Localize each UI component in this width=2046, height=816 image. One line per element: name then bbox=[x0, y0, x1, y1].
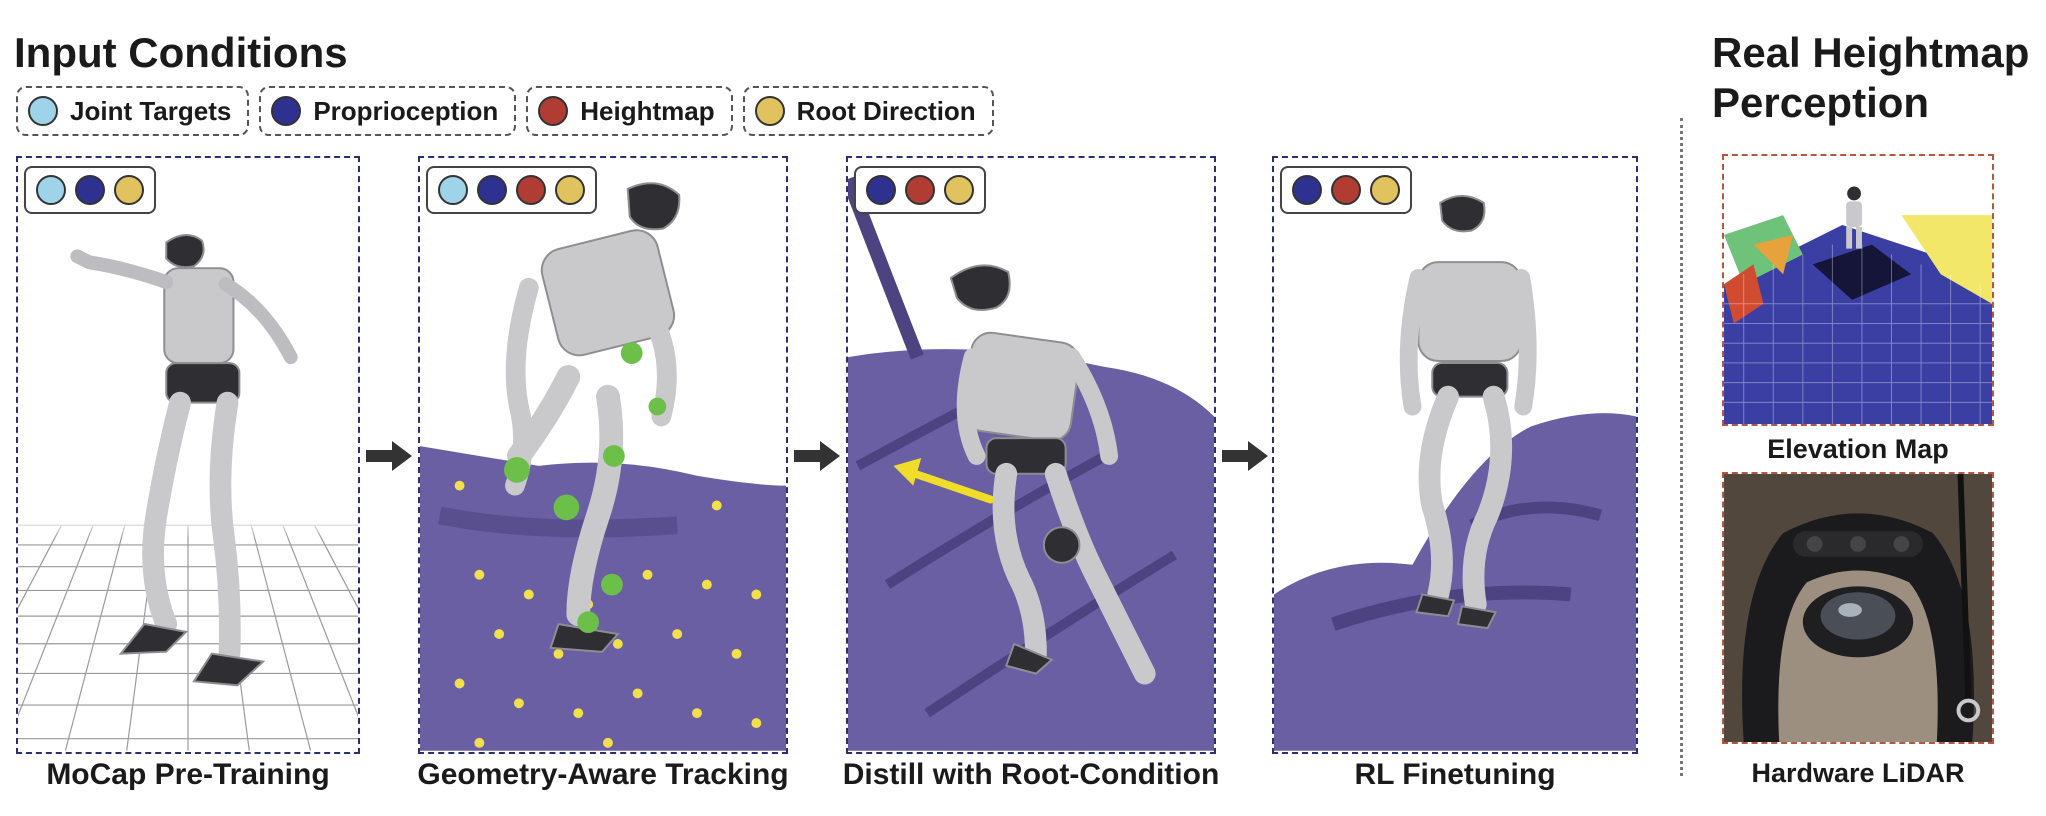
proprioception-dot bbox=[477, 175, 507, 205]
distill-scene bbox=[848, 176, 1214, 751]
stage-caption-geometry-aware-tracking: Geometry-Aware Tracking bbox=[417, 758, 789, 791]
height-markers bbox=[454, 465, 762, 748]
stage-caption-distill-root-condition: Distill with Root-Condition bbox=[842, 758, 1220, 791]
mocap-scene bbox=[18, 234, 358, 751]
joint-targets-dot bbox=[438, 175, 468, 205]
legend-label: Joint Targets bbox=[70, 95, 232, 126]
joint-targets-dot bbox=[36, 175, 66, 205]
legend-root-direction: Root Direction bbox=[742, 86, 994, 136]
hardware-lidar-caption: Hardware LiDAR bbox=[1751, 758, 1965, 788]
root-direction-dot bbox=[555, 175, 585, 205]
elevation-map-caption: Elevation Map bbox=[1767, 434, 1949, 464]
stage-caption-rl-finetuning: RL Finetuning bbox=[1354, 758, 1556, 791]
root-direction-dot bbox=[944, 175, 974, 205]
elevation-map-image bbox=[1724, 156, 1992, 424]
joint-targets-dot bbox=[28, 96, 58, 126]
section-divider bbox=[1680, 118, 1683, 776]
legend-joint-targets: Joint Targets bbox=[16, 86, 250, 136]
robot-figure bbox=[1846, 186, 1862, 249]
robot-figure bbox=[949, 264, 1156, 685]
stage-panel-geometry-aware-tracking bbox=[418, 156, 788, 754]
stage-inputs-badge bbox=[24, 166, 156, 214]
real-heightmap-title: Real Heightmap Perception bbox=[1712, 29, 2030, 127]
robot-figure bbox=[70, 234, 298, 687]
root-direction-dot bbox=[754, 96, 785, 126]
stage-inputs-badge bbox=[1280, 166, 1412, 214]
stage-panel-mocap bbox=[16, 156, 360, 754]
proprioception-dot bbox=[866, 175, 896, 205]
stage-caption-mocap: MoCap Pre-Training bbox=[46, 758, 330, 791]
input-conditions-title: Input Conditions bbox=[14, 29, 348, 76]
legend-label: Proprioception bbox=[313, 95, 499, 126]
legend-label: Heightmap bbox=[580, 95, 715, 126]
heightmap-dot bbox=[516, 175, 546, 205]
contact-markers bbox=[504, 342, 667, 634]
root-direction-dot bbox=[114, 175, 144, 205]
heightmap-dot bbox=[538, 96, 569, 126]
elevation-map-panel bbox=[1722, 154, 1994, 426]
heightmap-dot bbox=[905, 175, 935, 205]
proprioception-dot bbox=[271, 96, 302, 126]
floor-grid bbox=[18, 524, 358, 751]
root-direction-dot bbox=[1370, 175, 1400, 205]
proprioception-dot bbox=[75, 175, 105, 205]
legend-proprioception: Proprioception bbox=[259, 86, 517, 136]
legend-label: Root Direction bbox=[796, 95, 976, 126]
right-arrow-icon bbox=[366, 441, 412, 471]
right-arrow-icon bbox=[794, 441, 840, 471]
tracking-scene bbox=[420, 182, 786, 751]
stage-inputs-badge bbox=[426, 166, 597, 214]
stage-panel-rl-finetuning bbox=[1272, 156, 1638, 754]
stage-inputs-badge bbox=[854, 166, 986, 214]
proprioception-dot bbox=[1292, 175, 1322, 205]
stage-panel-distill-root-condition bbox=[846, 156, 1216, 754]
hardware-lidar-image bbox=[1724, 474, 1992, 742]
robot-figure bbox=[1399, 194, 1537, 630]
hardware-lidar-panel bbox=[1722, 472, 1994, 744]
heightmap-dot bbox=[1331, 175, 1361, 205]
legend-heightmap: Heightmap bbox=[526, 86, 733, 136]
root-direction-arrow bbox=[893, 457, 995, 504]
rl-scene bbox=[1274, 194, 1636, 751]
input-conditions-legend: Joint Targets Proprioception Heightmap R… bbox=[16, 86, 994, 138]
right-arrow-icon bbox=[1222, 441, 1268, 471]
